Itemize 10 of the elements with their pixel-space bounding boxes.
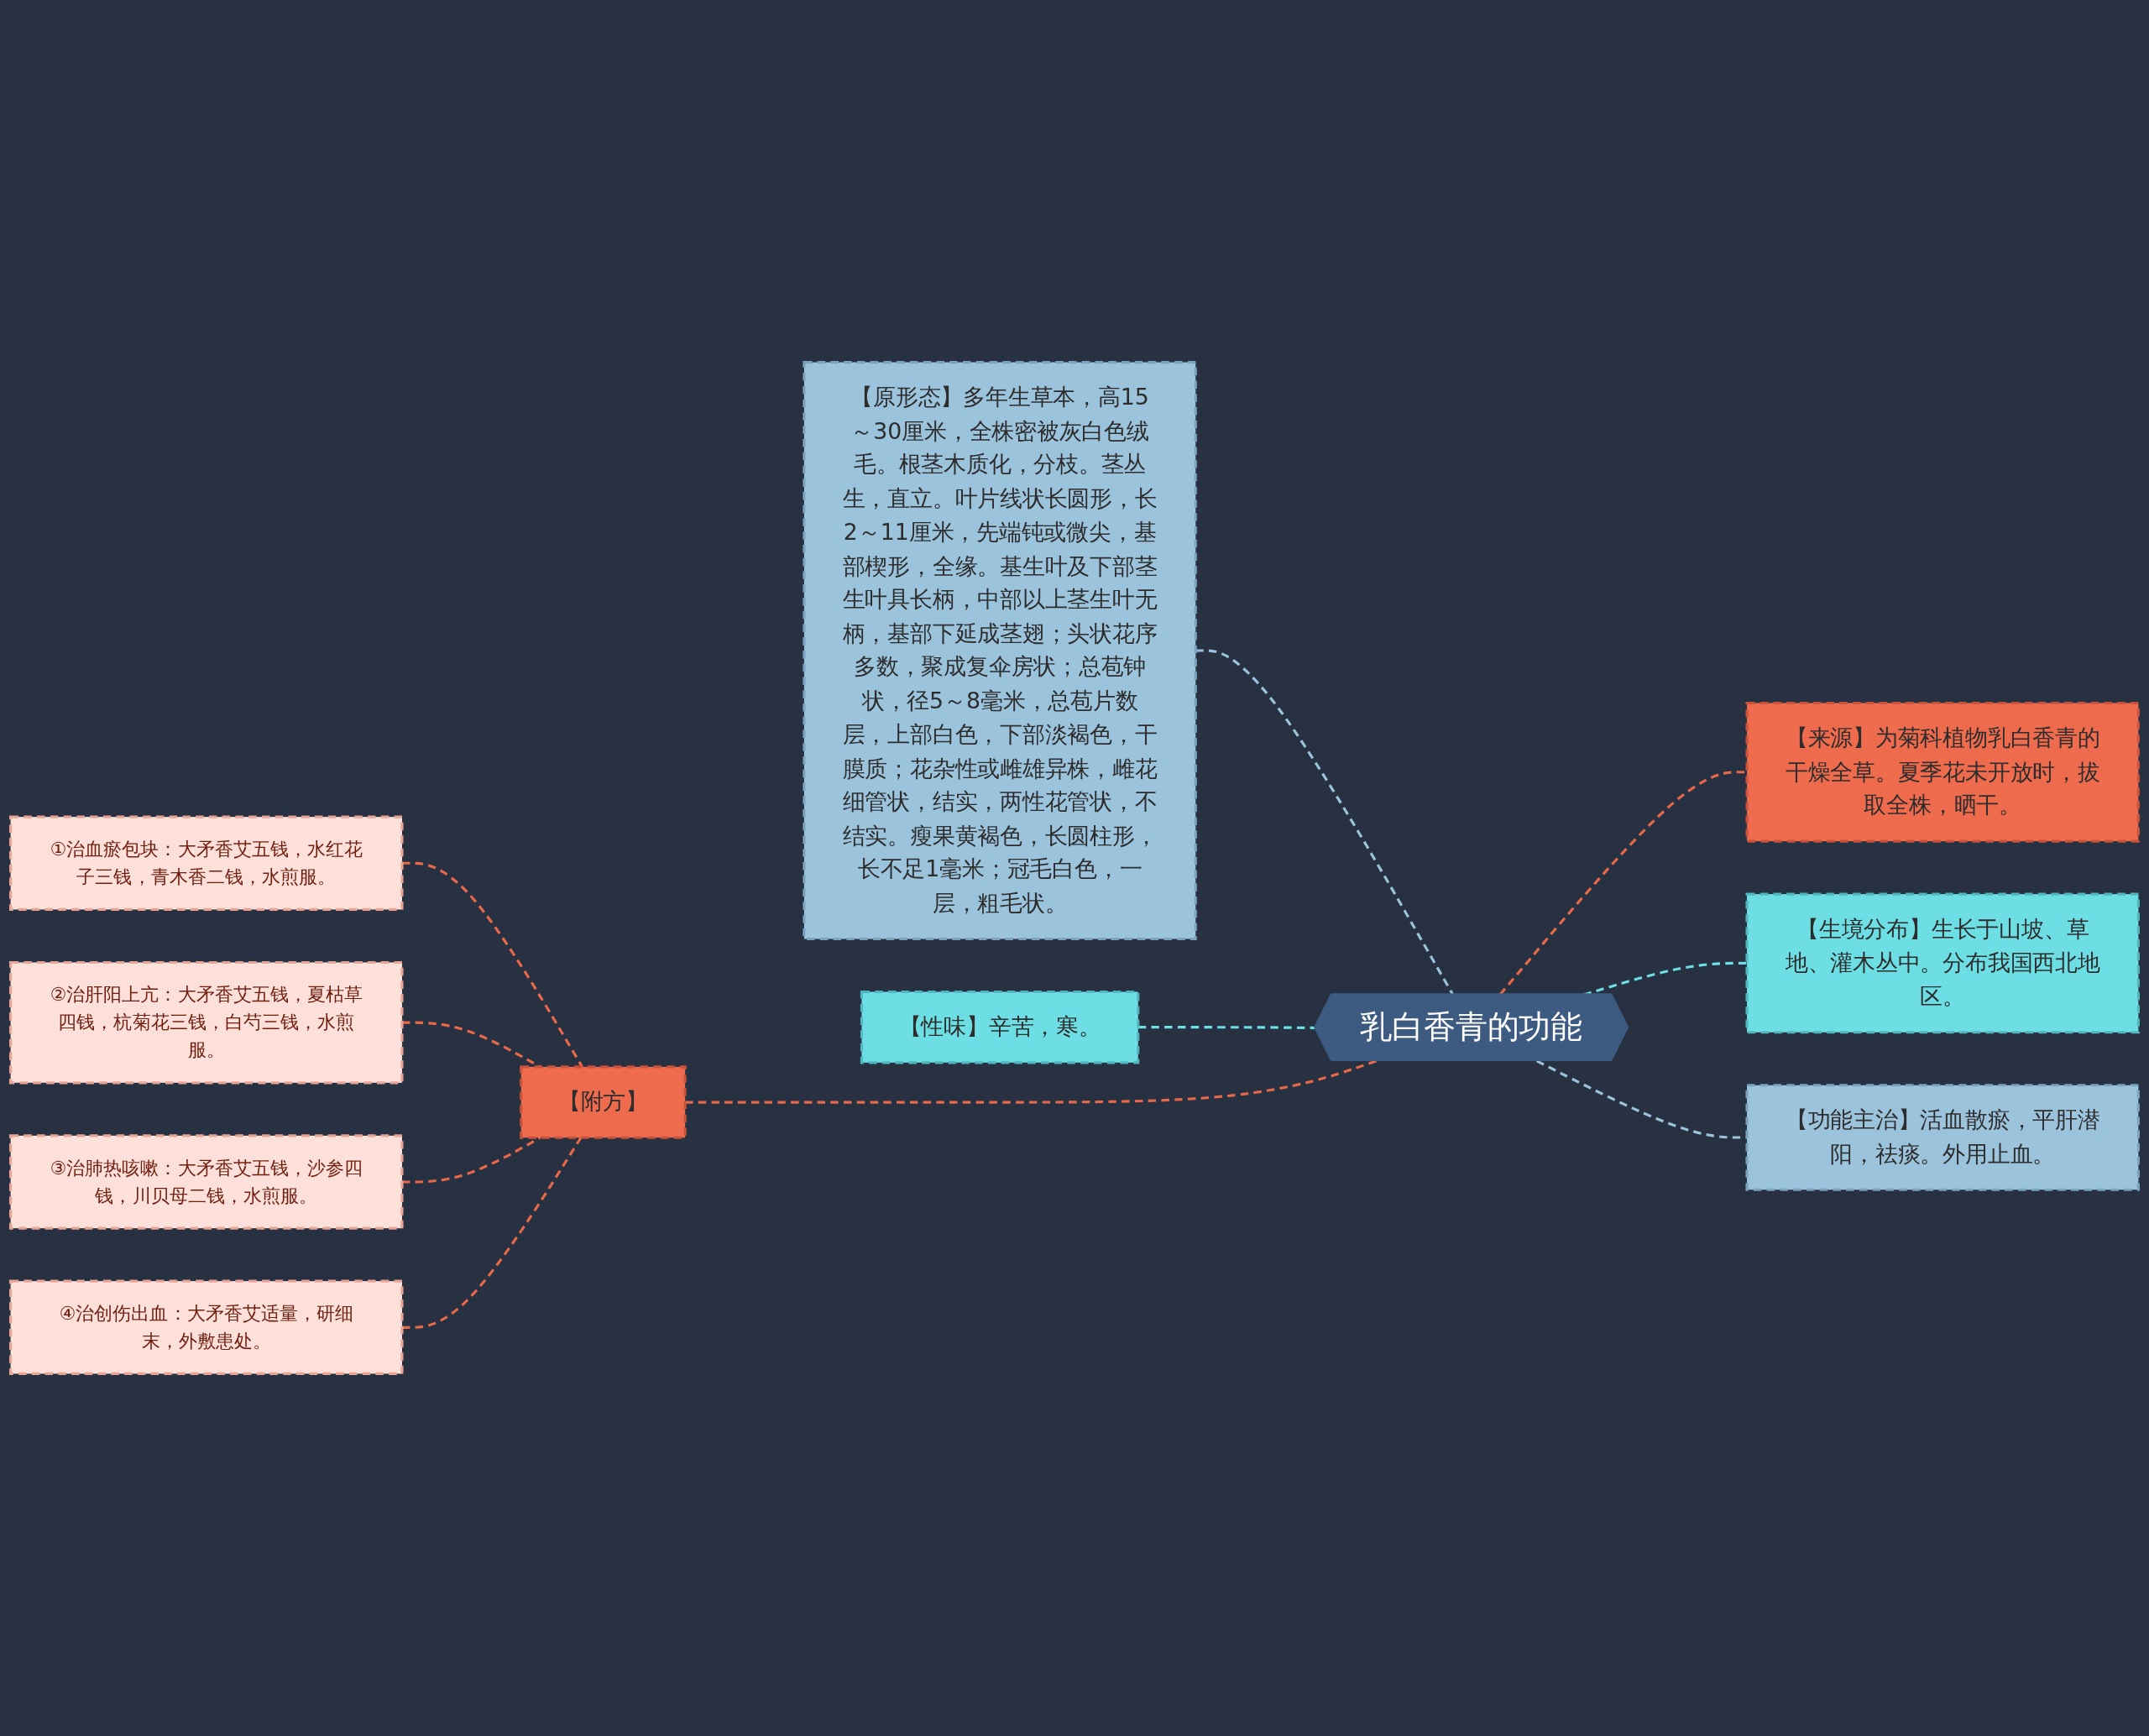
node-box: ②治肝阳上亢：大矛香艾五钱，夏枯草四钱，杭菊花三钱，白芍三钱，水煎服。: [9, 960, 404, 1085]
node-box: ①治血瘀包块：大矛香艾五钱，水红花子三钱，青木香二钱，水煎服。: [9, 815, 404, 911]
node-box: 【原形态】多年生草本，高15～30厘米，全株密被灰白色绒毛。根茎木质化，分枝。茎丛生，直立。叶片线状长圆形，长2～11厘米，先端钝或微尖，基部楔形，全缘。基生叶及下部茎生叶具长柄，中部以上茎生叶无柄，基部下延成茎翅；头状花序多数，聚成复伞房状；总苞钟状，径5～8毫米，总苞片数层，上部白色，下部淡褐色，干膜质；花杂性或雌雄异株，雌花细管状，结实，两性花管状，不结实。瘦果黄褐色，长圆柱形，长不足1毫米；冠毛白色，一层，粗毛状。: [803, 360, 1197, 941]
node-box: 【性味】辛苦，寒。: [860, 990, 1140, 1064]
node-box: 【来源】为菊科植物乳白香青的干燥全草。夏季花未开放时，拔取全株，晒干。: [1745, 701, 2140, 843]
node-box: ③治肺热咳嗽：大矛香艾五钱，沙参四钱，川贝母二钱，水煎服。: [9, 1134, 404, 1230]
node-box: ④治创伤出血：大矛香艾适量，研细末，外敷患处。: [9, 1279, 404, 1376]
node-box: 【生境分布】生长于山坡、草地、灌木丛中。分布我国西北地区。: [1745, 892, 2140, 1034]
node-box: 【附方】: [520, 1065, 687, 1139]
node-box: 【功能主治】活血散瘀，平肝潜阳，祛痰。外用止血。: [1745, 1084, 2140, 1191]
